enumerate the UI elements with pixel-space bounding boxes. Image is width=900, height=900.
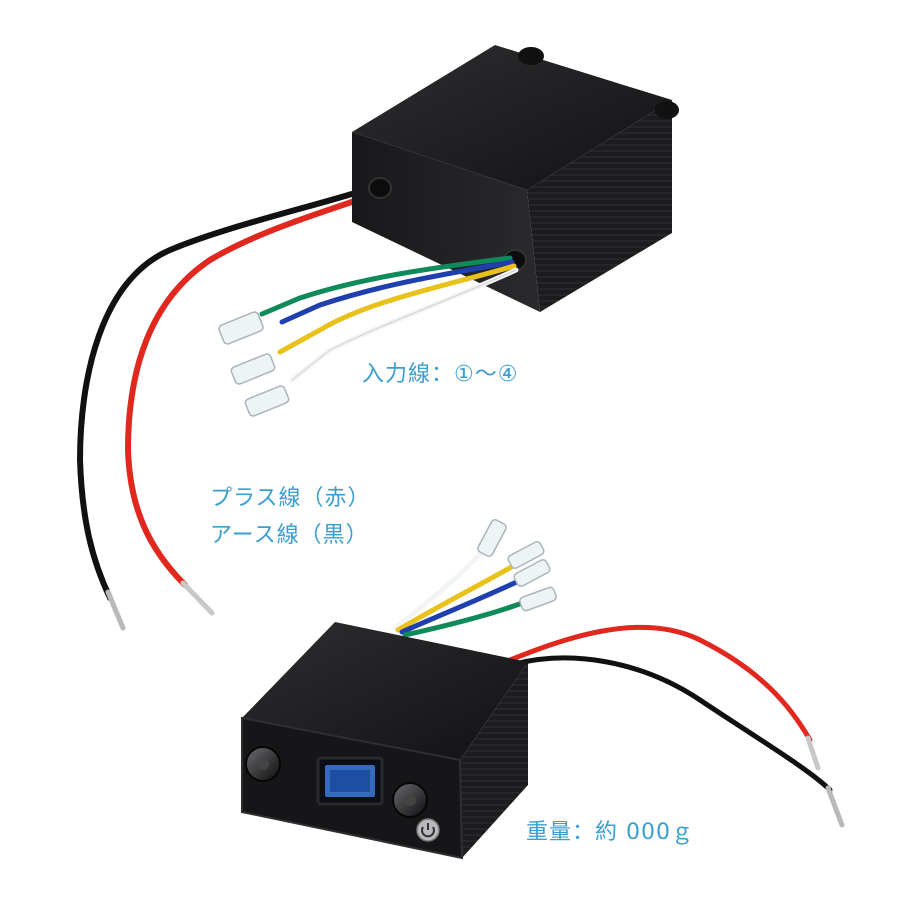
plus-wire-caption: プラス線（赤）: [210, 486, 371, 511]
red-wire-bottom: [507, 624, 813, 743]
ribbed-side: [527, 100, 672, 312]
input-wires-caption: 入力線：①～④: [362, 362, 519, 387]
connector: [477, 519, 507, 557]
top-face: [242, 622, 528, 760]
connector: [519, 586, 557, 612]
red-wire-top: [124, 190, 381, 588]
connector: [230, 353, 276, 385]
ribbed-side: [460, 662, 528, 858]
black-wire-bottom: [512, 655, 833, 793]
weight-caption: 重量：約 000ｇ: [526, 820, 694, 845]
top-face: [352, 45, 672, 190]
earth-wire-caption: アース線（黒）: [210, 523, 369, 548]
connector: [244, 385, 290, 417]
black-wire-tip-top: [105, 589, 126, 631]
connector: [513, 559, 551, 587]
connector: [507, 541, 545, 569]
red-wire-tip-top: [180, 580, 215, 616]
connector: [218, 311, 264, 345]
controller-front-view: [241, 519, 845, 860]
controller-back-view: [76, 45, 679, 631]
black-wire-top: [76, 183, 381, 601]
grommet: [368, 177, 392, 199]
